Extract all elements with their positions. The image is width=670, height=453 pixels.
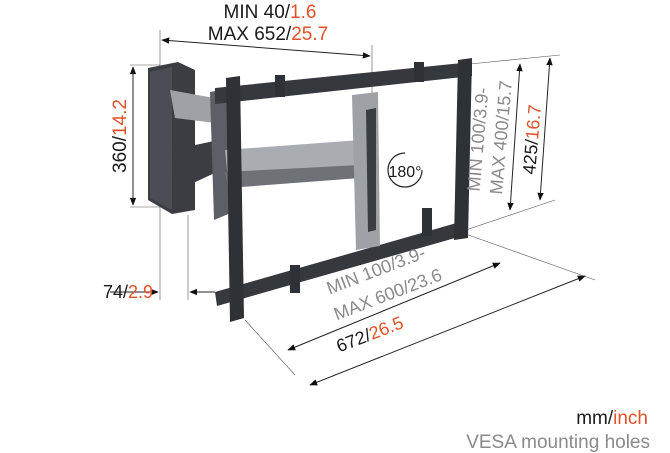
- wall-plate: [148, 62, 195, 214]
- arm-max-label: MAX 652/25.7: [208, 24, 328, 45]
- arm-min-label: MIN 40/1.6: [224, 2, 317, 23]
- mounting-frame: [215, 58, 472, 322]
- rotation-label: 180°: [388, 164, 421, 181]
- extension-lines: [130, 30, 596, 376]
- wall-plate-height-label: 360/14.2: [110, 99, 131, 173]
- dimension-lines: [110, 37, 586, 386]
- swing-arm: [170, 88, 362, 220]
- rotation-180-icon: 180°: [387, 152, 423, 188]
- frame-height-label: 425/16.7: [519, 104, 545, 176]
- wall-plate-depth-label: 74/2.9: [103, 282, 153, 302]
- units-legend: mm/inch: [576, 408, 648, 429]
- vesa-caption: VESA mounting holes: [466, 432, 650, 453]
